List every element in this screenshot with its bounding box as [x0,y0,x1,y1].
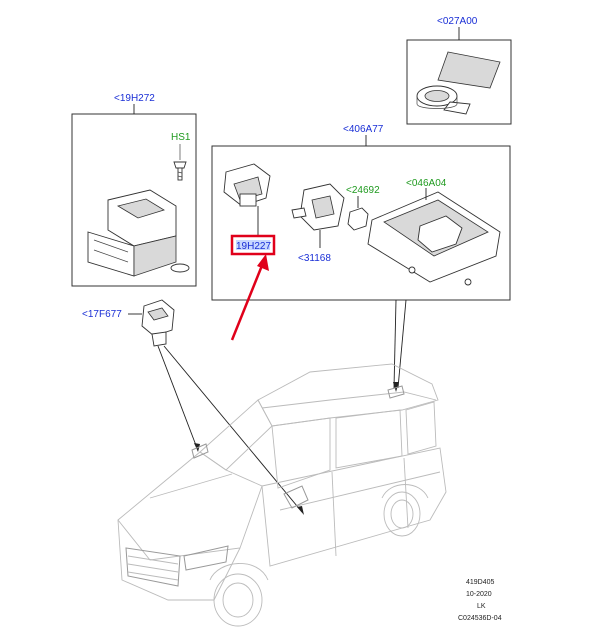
diagram-stamp: 419D405 10-2020 LK C024536D-04 [458,579,502,622]
callout-17f677[interactable]: <17F677 [82,309,122,320]
callout-24692[interactable]: <24692 [346,185,380,196]
callout-31168[interactable]: <31168 [298,253,331,264]
tape-box [406,27,512,125]
callout-19h272[interactable]: <19H272 [114,93,155,104]
side-sensor-part[interactable] [128,299,175,347]
hs1-screw-part[interactable] [173,144,187,181]
vehicle-outline [117,363,447,627]
highlighted-part-label[interactable]: 19H227 [230,234,276,256]
highlight-arrow [230,254,269,341]
callout-hs1[interactable]: HS1 [171,132,191,143]
callout-027a00[interactable]: <027A00 [437,16,478,27]
housing-046a04-part[interactable] [367,188,501,286]
tape-roll-part[interactable] [416,51,501,115]
callout-19h227[interactable]: 19H227 [236,241,271,252]
camera-group-box [211,135,511,301]
camera-module-part[interactable] [223,163,271,236]
stamp-line-4: C024536D-04 [458,615,502,622]
vehicle-leaders [157,299,407,515]
callout-046a04[interactable]: <046A04 [406,178,447,189]
stamp-line-3: LK [477,603,486,610]
bracket-31168-part[interactable] [291,183,345,248]
callout-406a77[interactable]: <406A77 [343,124,384,135]
clip-24692-part[interactable] [347,196,369,231]
stamp-line-2: 10-2020 [466,591,492,598]
stamp-line-1: 419D405 [466,579,495,586]
side-camera-box [71,104,197,287]
side-camera-bracket-part[interactable] [87,189,190,277]
